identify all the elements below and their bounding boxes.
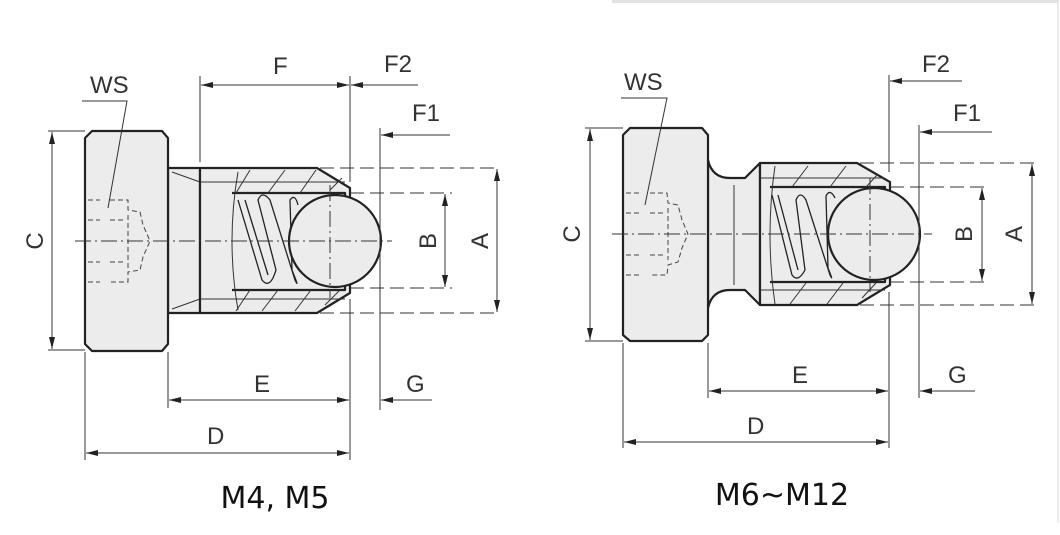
label-g: G (948, 362, 967, 389)
drawing-m6-m12: WS F2 F1 A B C E G D M6~M12 (559, 51, 1040, 513)
label-f2: F2 (384, 51, 412, 78)
caption-m4-m5: M4, M5 (220, 481, 329, 516)
spring (771, 191, 836, 279)
label-g: G (406, 371, 425, 398)
ws-leader (621, 97, 668, 206)
label-d: D (207, 423, 224, 450)
label-f: F (273, 53, 288, 80)
label-f1: F1 (953, 100, 981, 127)
label-e: E (254, 371, 270, 398)
caption-m6-m12: M6~M12 (715, 478, 849, 513)
panel-border (612, 0, 1059, 523)
label-ws: WS (90, 72, 129, 99)
label-c: C (22, 232, 49, 249)
label-f2: F2 (922, 51, 950, 78)
label-c: C (559, 225, 586, 242)
label-ws: WS (624, 69, 663, 96)
drawing-m4-m5: WS F F2 F1 A B C E G D M4, M5 (22, 51, 500, 516)
label-d: D (747, 413, 764, 440)
label-b: B (951, 226, 978, 242)
spring (237, 194, 299, 284)
label-b: B (415, 233, 442, 249)
label-a: A (467, 233, 494, 249)
ws-leader (82, 100, 128, 209)
label-e: E (792, 362, 808, 389)
label-a: A (1001, 226, 1028, 242)
label-f1: F1 (412, 100, 440, 127)
head (83, 129, 170, 353)
